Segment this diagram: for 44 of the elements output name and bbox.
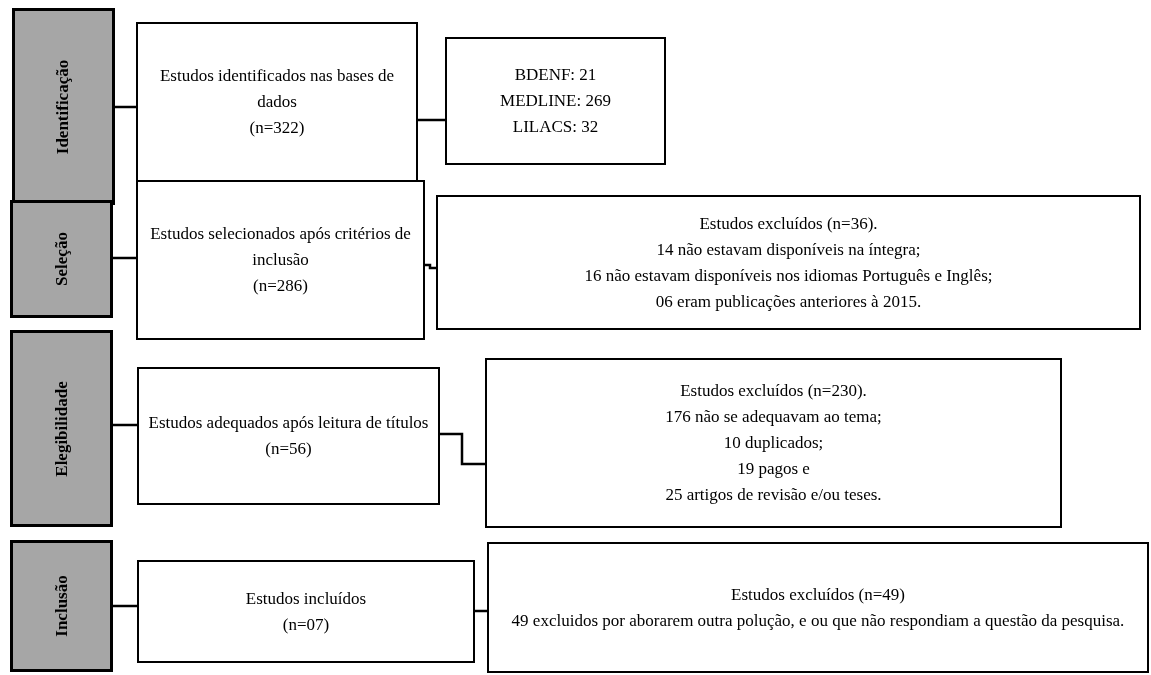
box-text: (n=322) <box>249 117 305 139</box>
stage-label-box <box>12 8 115 205</box>
stage-label: Identificação <box>52 59 74 154</box>
box-text: 25 artigos de revisão e/ou teses. <box>665 484 882 506</box>
connector-line <box>418 118 445 122</box>
box-text: LILACS: 32 <box>512 116 599 138</box>
box-text: Estudos adequados após leitura de títulos <box>148 412 429 434</box>
process-box <box>136 180 425 340</box>
process-box <box>436 195 1141 330</box>
stage-label: Seleção <box>50 232 72 286</box>
box-text: Estudos excluídos (n=49) <box>731 583 905 606</box>
connector-line <box>113 604 137 608</box>
box-text: 176 não se adequavam ao tema; <box>665 406 882 428</box>
process-box <box>445 37 666 165</box>
box-text: Estudos identificados nas bases de dados <box>158 65 396 113</box>
stage-label-box <box>10 200 113 318</box>
box-text: (n=07) <box>282 613 330 636</box>
process-box <box>136 22 418 182</box>
connector-line <box>115 105 136 109</box>
process-box <box>487 542 1149 673</box>
stage-label-box <box>10 330 113 527</box>
stage-label-box <box>10 540 113 672</box>
connector-line <box>113 423 137 427</box>
box-text: 10 duplicados; <box>723 432 824 454</box>
stage-label: Elegibilidade <box>50 380 72 477</box>
box-text: 14 não estavam disponíveis na íntegra; <box>656 238 921 261</box>
box-text: MEDLINE: 269 <box>500 90 611 112</box>
process-box <box>137 367 440 505</box>
process-box <box>485 358 1062 528</box>
box-text: Estudos excluídos (n=36). <box>699 212 878 235</box>
box-text: 49 excluidos por aborarem outra polução, e ou que não respondiam a questão da pesquisa. <box>511 609 1125 632</box>
process-box <box>137 560 475 663</box>
box-text: Estudos incluídos <box>245 587 367 610</box>
box-text: (n=286) <box>253 275 308 297</box>
box-text: Estudos selecionados após critérios de inclusão <box>149 223 412 271</box>
box-text: BDENF: 21 <box>514 64 597 86</box>
stage-label: Inclusão <box>50 575 72 637</box>
box-text: 19 pagos e <box>737 458 810 480</box>
connector-line <box>440 432 485 466</box>
box-text: (n=56) <box>265 438 312 460</box>
box-text: 16 não estavam disponíveis nos idiomas Português e Inglês; <box>584 264 993 287</box>
connector-line <box>113 256 136 260</box>
box-text: Estudos excluídos (n=230). <box>680 380 867 402</box>
box-text: 06 eram publicações anteriores à 2015. <box>655 290 922 313</box>
